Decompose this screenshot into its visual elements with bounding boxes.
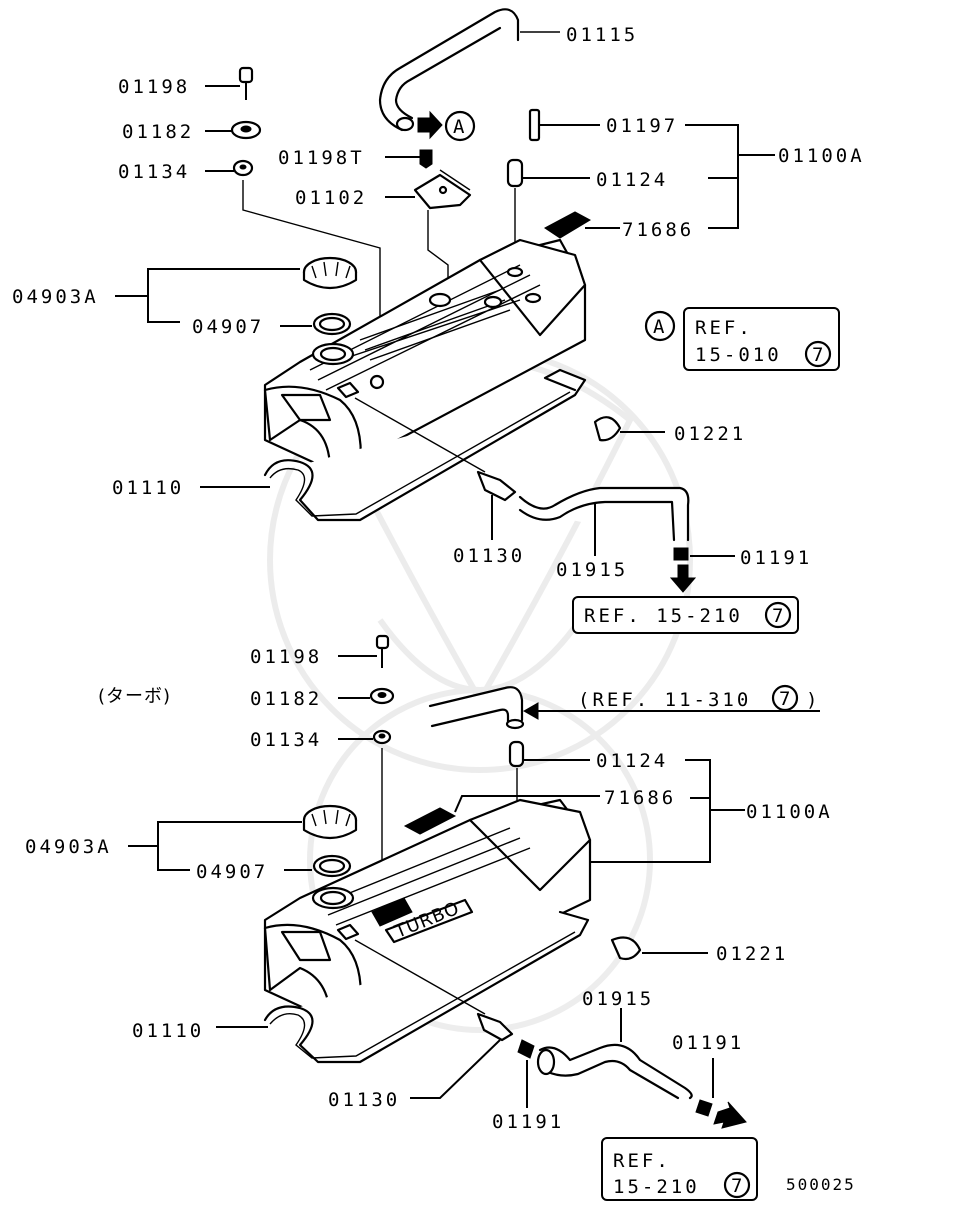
label-04907: 04907 — [192, 316, 264, 338]
label-01134-lower: 01134 — [250, 729, 322, 751]
label-01100A-lower: 01100A — [746, 801, 833, 823]
label-01197: 01197 — [606, 115, 678, 137]
turbo-hose — [428, 686, 820, 730]
oil-cap-04903A-lower — [128, 804, 358, 871]
label-01191: 01191 — [740, 547, 812, 569]
valve-cover-upper — [263, 238, 587, 472]
label-01915-lower: 01915 — [582, 988, 654, 1010]
bracket-01102 — [385, 169, 472, 290]
ref-hose-note: (REF. 11-310 — [578, 689, 751, 711]
bolt-01198T — [385, 149, 433, 169]
ref-hose-close: ) — [806, 689, 820, 711]
bolt-01198 — [205, 66, 254, 100]
label-01102: 01102 — [295, 187, 367, 209]
lower-assembly: (ターボ) (REF. 11-310 7 ) — [25, 634, 833, 1201]
pcv-valve-01130-lower — [354, 939, 514, 1099]
ref-hose-num: 7 — [779, 688, 793, 710]
label-01110: 01110 — [112, 477, 184, 499]
gasket-04907 — [280, 312, 352, 336]
label-01221: 01221 — [674, 423, 746, 445]
label-01198T: 01198T — [278, 147, 365, 169]
ref-a-line1: REF. — [695, 317, 753, 339]
gasket-04907-lower — [284, 854, 352, 878]
label-01130: 01130 — [453, 545, 525, 567]
label-04903A: 04903A — [12, 286, 99, 308]
ref-hose-num-circle — [771, 684, 799, 712]
ref-lower-num: 7 — [731, 1175, 745, 1197]
label-01130-lower: 01130 — [328, 1089, 400, 1111]
ref-a-line2: 15-010 — [695, 344, 782, 366]
bracket-01100A — [685, 124, 775, 229]
ref-a-num: 7 — [812, 344, 826, 366]
label-01198-lower: 01198 — [250, 646, 322, 668]
clamp-01191-lower-b — [695, 1058, 747, 1129]
ref-upper-box: REF. 15-210 7 — [572, 596, 799, 634]
bolt-01198-lower — [338, 634, 390, 668]
callout-a-label: A — [453, 116, 467, 138]
ref-lower-line1: REF. — [613, 1150, 671, 1172]
callout-a-label-2: A — [653, 316, 667, 338]
label-71686-lower — [403, 795, 600, 835]
breather-hose-01115: A — [378, 8, 560, 142]
turbo-note: (ターボ) — [98, 686, 171, 707]
label-01182: 01182 — [122, 121, 194, 143]
pcv-hose-01915-lower — [536, 1008, 693, 1100]
label-01100A: 01100A — [778, 145, 865, 167]
ref-a-callout: A REF. 15-010 7 — [644, 307, 840, 371]
label-01134: 01134 — [118, 161, 190, 183]
label-01182-lower: 01182 — [250, 688, 322, 710]
label-71686-lower: 71686 — [604, 787, 676, 809]
label-01915: 01915 — [556, 559, 628, 581]
label-01191-lower-left: 01191 — [492, 1111, 564, 1133]
gasket-01110 — [200, 368, 587, 522]
half-moon-seal-01221 — [593, 416, 665, 442]
clamp-01191-lower-a — [517, 1039, 535, 1108]
label-01124-lower: 01124 — [596, 750, 668, 772]
label-01221-lower: 01221 — [716, 943, 788, 965]
label-01110-lower: 01110 — [132, 1020, 204, 1042]
ref-upper-text: REF. 15-210 — [584, 605, 743, 627]
label-71686: 71686 — [622, 219, 694, 241]
oil-cap-04903A — [115, 256, 358, 323]
gasket-01110-lower — [216, 910, 590, 1064]
pipe-01124 — [506, 158, 590, 270]
label-01124: 01124 — [596, 169, 668, 191]
half-moon-seal-01221-lower — [610, 936, 708, 961]
ref-lower-box: REF. 15-210 7 — [601, 1137, 758, 1201]
label-01191-lower-right: 01191 — [672, 1032, 744, 1054]
pcv-valve-01130 — [354, 397, 517, 540]
washer-01182-lower — [338, 687, 395, 705]
label-04907-lower: 04907 — [196, 861, 268, 883]
ref-lower-line2: 15-210 — [613, 1176, 700, 1198]
upper-assembly: A — [12, 8, 865, 634]
label-71686 — [544, 211, 620, 239]
label-04903A-lower: 04903A — [25, 836, 112, 858]
ref-upper-num: 7 — [772, 605, 786, 627]
washer-01182 — [205, 120, 262, 140]
clamp-01191-upper — [669, 547, 735, 593]
stud-01197 — [528, 108, 600, 142]
label-01198: 01198 — [118, 76, 190, 98]
pcv-hose-01915 — [518, 486, 690, 556]
bracket-01100A-lower — [590, 759, 745, 863]
grommet-01134 — [205, 159, 381, 362]
label-01115: 01115 — [566, 24, 638, 46]
diagram-code: 500025 — [786, 1175, 856, 1194]
